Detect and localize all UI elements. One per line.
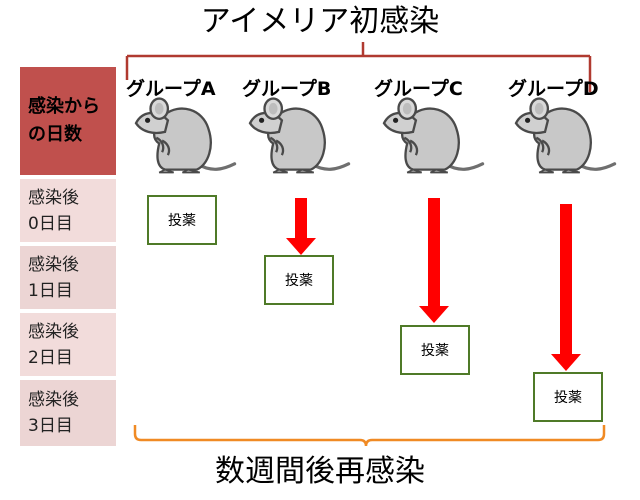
day-row-0: 感染後 0日目	[20, 179, 116, 242]
arrow-d	[551, 204, 581, 371]
dose-box-c: 投薬	[400, 325, 470, 375]
top-bracket	[125, 42, 592, 92]
group-b-label: グループB	[242, 78, 332, 100]
days-header-cell: 感染から の日数	[20, 67, 116, 175]
day-row-1: 感染後 1日目	[20, 246, 116, 309]
arrow-b	[286, 198, 316, 255]
mouse-icon-b	[248, 96, 351, 175]
mouse-icon-c	[382, 96, 485, 175]
diagram-footer: 数週間後再感染	[215, 454, 425, 489]
day-row-2-line2: 2日目	[28, 347, 73, 368]
diagram-title: アイメリア初感染	[200, 4, 440, 39]
day-row-2: 感染後 2日目	[20, 313, 116, 376]
group-d-label: グループD	[508, 78, 599, 100]
days-header-line1: 感染から	[28, 96, 100, 117]
group-a-label: グループA	[126, 78, 216, 100]
day-row-0-line2: 0日目	[28, 213, 73, 234]
mouse-icon-a	[134, 96, 237, 175]
day-row-3: 感染後 3日目	[20, 380, 116, 446]
mouse-icon-d	[514, 96, 617, 175]
days-header-line2: の日数	[28, 124, 82, 145]
day-row-2-line1: 感染後	[28, 321, 79, 342]
bottom-bracket	[133, 425, 606, 447]
day-row-3-line1: 感染後	[28, 390, 79, 410]
day-row-1-line2: 1日目	[28, 280, 73, 301]
group-c-label: グループC	[374, 78, 463, 100]
dose-box-a: 投薬	[147, 195, 217, 245]
day-row-1-line1: 感染後	[28, 254, 79, 275]
dose-box-b: 投薬	[264, 255, 334, 305]
dose-box-d: 投薬	[533, 372, 603, 422]
day-row-0-line1: 感染後	[28, 187, 79, 208]
day-row-3-line2: 3日目	[28, 416, 73, 436]
arrow-c	[419, 198, 449, 323]
